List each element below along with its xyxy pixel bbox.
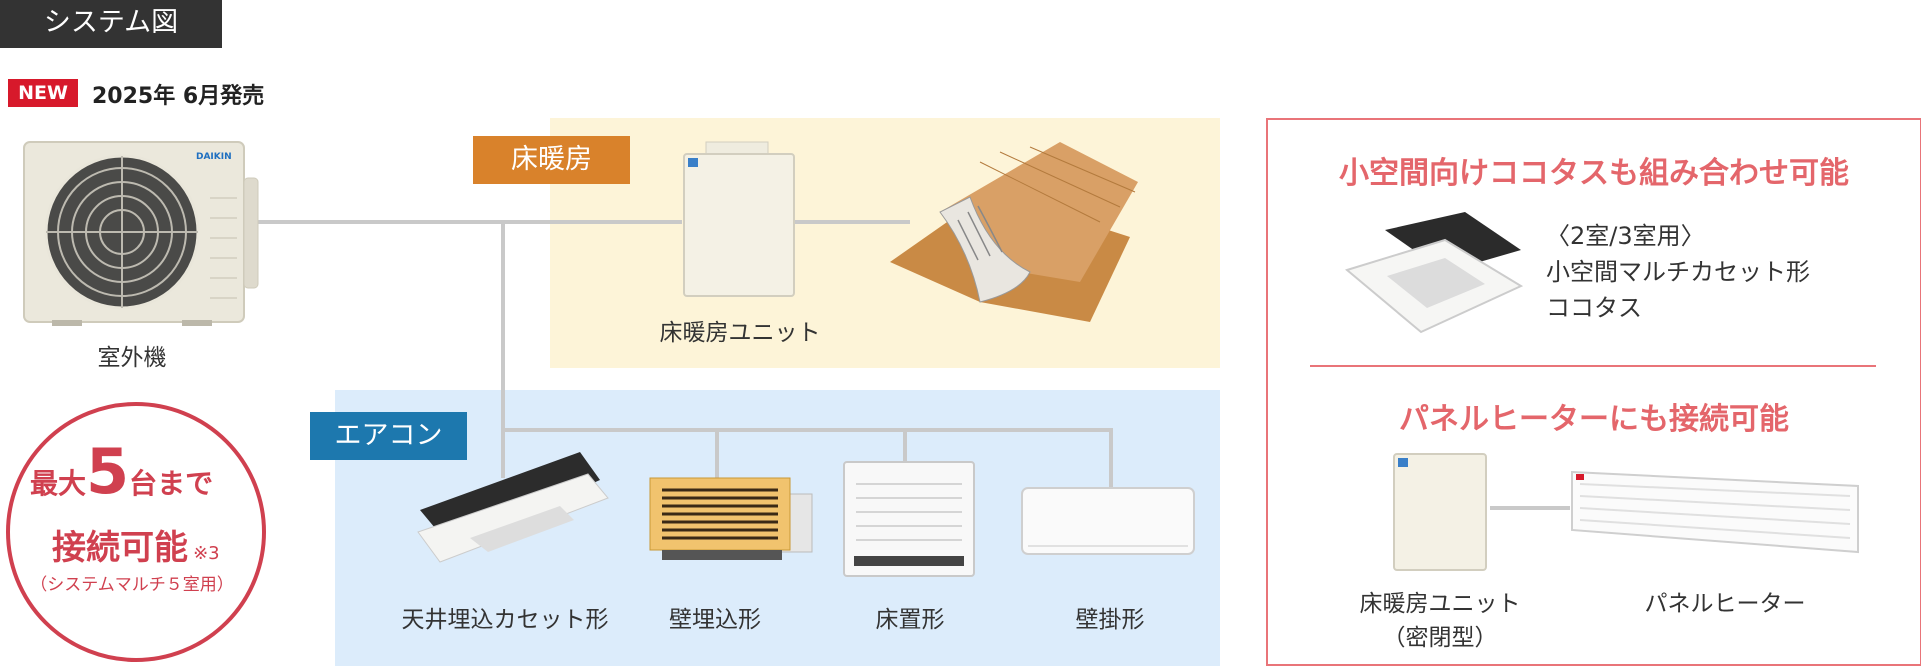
release-date: 2025年 6月発売 xyxy=(92,84,265,109)
daikin-logo: DAIKIN xyxy=(196,152,232,162)
wall-recessed-image xyxy=(648,474,818,564)
aircon-caption-3: 床置形 xyxy=(875,607,945,633)
capacity-number: 5 xyxy=(86,435,130,508)
outdoor-unit-image xyxy=(22,138,262,328)
capacity-note-mark: ※3 xyxy=(193,543,220,564)
pipe-trunk xyxy=(501,220,505,432)
pipe-floor xyxy=(790,220,910,224)
aircon-caption-1: 天井埋込カセット形 xyxy=(401,607,609,633)
aircon-label: エアコン xyxy=(310,412,467,460)
cocotas-line-2: 小空間マルチカセット形 xyxy=(1546,258,1810,286)
pipe-heater xyxy=(1490,506,1570,510)
section-tag: システム図 xyxy=(0,0,222,48)
panel-heater-caption: パネルヒーター xyxy=(1644,591,1806,617)
sealed-unit-caption-1: 床暖房ユニット xyxy=(1359,591,1521,617)
pipe-drop-1 xyxy=(501,428,505,478)
pipe-main xyxy=(258,220,682,224)
cocotas-image xyxy=(1345,210,1525,340)
capacity-badge xyxy=(6,402,266,662)
capacity-prefix: 最大 xyxy=(30,467,87,500)
promo-heading-heater: パネルヒーターにも接続可能 xyxy=(1399,402,1789,437)
floor-heating-unit-caption: 床暖房ユニット xyxy=(659,320,821,346)
promo-heading-cocotas: 小空間向けココタスも組み合わせ可能 xyxy=(1339,156,1849,191)
floor-panel-image xyxy=(880,142,1140,327)
pipe-aircon xyxy=(501,428,1113,432)
aircon-caption-2: 壁埋込形 xyxy=(669,607,761,633)
capacity-line2: 接続可能 ※3 xyxy=(52,520,220,569)
wall-mounted-image xyxy=(1020,484,1200,560)
capacity-line1: 最大5台まで xyxy=(30,441,250,503)
ceiling-cassette-image xyxy=(410,450,610,570)
outdoor-unit-caption: 室外機 xyxy=(97,345,167,371)
pipe-drop-4 xyxy=(1109,428,1113,488)
floor-standing-image xyxy=(842,460,977,580)
floor-heating-label: 床暖房 xyxy=(473,136,630,184)
floor-heating-unit-image xyxy=(678,140,798,300)
promo-divider xyxy=(1310,365,1876,367)
capacity-suffix: 台まで xyxy=(129,467,214,500)
capacity-connect-text: 接続可能 xyxy=(52,528,188,568)
new-badge: NEW xyxy=(8,79,78,107)
cocotas-line-3: ココタス xyxy=(1546,294,1642,322)
pipe-drop-2 xyxy=(715,428,719,480)
pipe-drop-3 xyxy=(903,428,907,468)
sealed-unit-caption-2: （密閉型） xyxy=(1382,625,1498,651)
capacity-line3: （システムマルチ５室用） xyxy=(30,575,234,595)
panel-heater-image xyxy=(1570,466,1860,556)
cocotas-line-1: 〈2室/3室用〉 xyxy=(1546,222,1705,250)
sealed-floor-unit-image xyxy=(1390,450,1490,575)
aircon-caption-4: 壁掛形 xyxy=(1075,607,1145,633)
